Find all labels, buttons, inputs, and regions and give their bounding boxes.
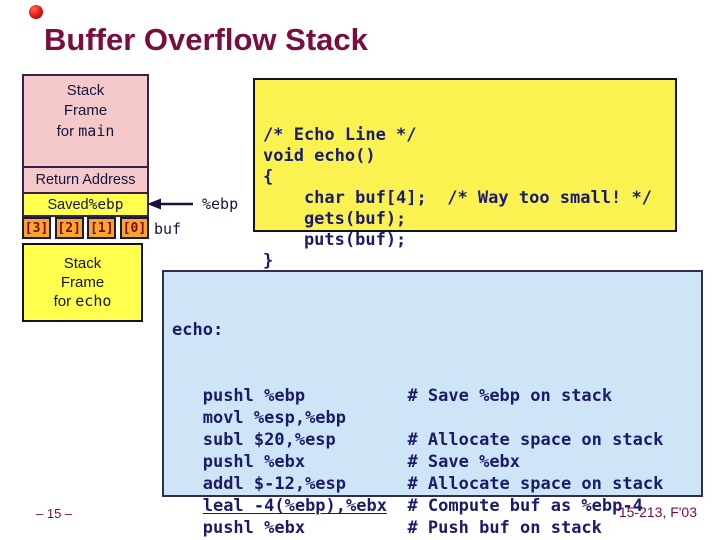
asm-line: movl %esp,%ebp [202,408,347,428]
buf-byte-1: [1] [87,217,117,239]
ebp-pointer-label: %ebp [202,195,239,213]
page-number: – 15 – [36,506,73,521]
main-frame-line2: Frame [63,102,108,119]
course-footer: 15-213, F'03 [618,504,697,520]
slide-title: Buffer Overflow Stack [44,22,368,57]
main-frame-func-name: main [78,122,115,140]
c-code-box: /* Echo Line */ void echo() { char buf[4… [253,78,677,271]
asm-instruction-lines: pushl %ebp # Save %ebp on stack movl %es… [172,385,693,540]
main-frame-line1: Stack [66,82,105,99]
buf-label: buf [154,220,182,238]
buf-byte-3: [3] [22,217,51,239]
buf-byte-0: [0] [119,217,149,239]
saved-ebp-register: %ebp [88,196,124,213]
asm-line: addl $-12,%esp # Allocate space on stack [202,474,664,494]
return-address-label: Return Address [35,172,136,188]
ebp-arrow-icon [147,198,193,210]
buf-byte-2: [2] [54,217,84,239]
stack-frame-main-box: Stack Frame for main [24,76,147,166]
asm-function-label: echo: [172,320,224,340]
red-ball-icon [29,5,43,19]
echo-frame-line3: for echo [54,292,112,311]
assembly-code-box: echo: pushl %ebp # Save %ebp on stack mo… [162,270,703,538]
asm-line: leal -4(%ebp),%ebx # Compute buf as %ebp… [202,496,643,516]
asm-line: pushl %ebp # Save %ebp on stack [202,386,613,406]
echo-frame-for-text: for [53,293,76,310]
echo-frame-line1: Stack [63,255,102,272]
asm-line: subl $20,%esp # Allocate space on stack [202,430,664,450]
echo-frame-line2: Frame [60,274,105,291]
asm-line: pushl %ebx # Push buf on stack [202,518,602,538]
buf-byte-row: [3] [2] [1] [0] [22,217,149,239]
echo-frame-func-name: echo [75,292,112,310]
return-address-box: Return Address [24,166,147,192]
main-frame-line3: for main [24,121,147,142]
stack-frame-echo-box: Stack Frame for echo [22,243,143,322]
asm-line: pushl %ebx # Save %ebx [202,452,521,472]
saved-ebp-box: Saved %ebp [24,192,147,215]
main-frame-for-text: for [56,123,79,140]
c-code-text: /* Echo Line */ void echo() { char buf[4… [263,125,652,271]
saved-ebp-text: Saved [47,196,89,213]
stack-diagram: Stack Frame for main Return Address Save… [22,74,149,217]
